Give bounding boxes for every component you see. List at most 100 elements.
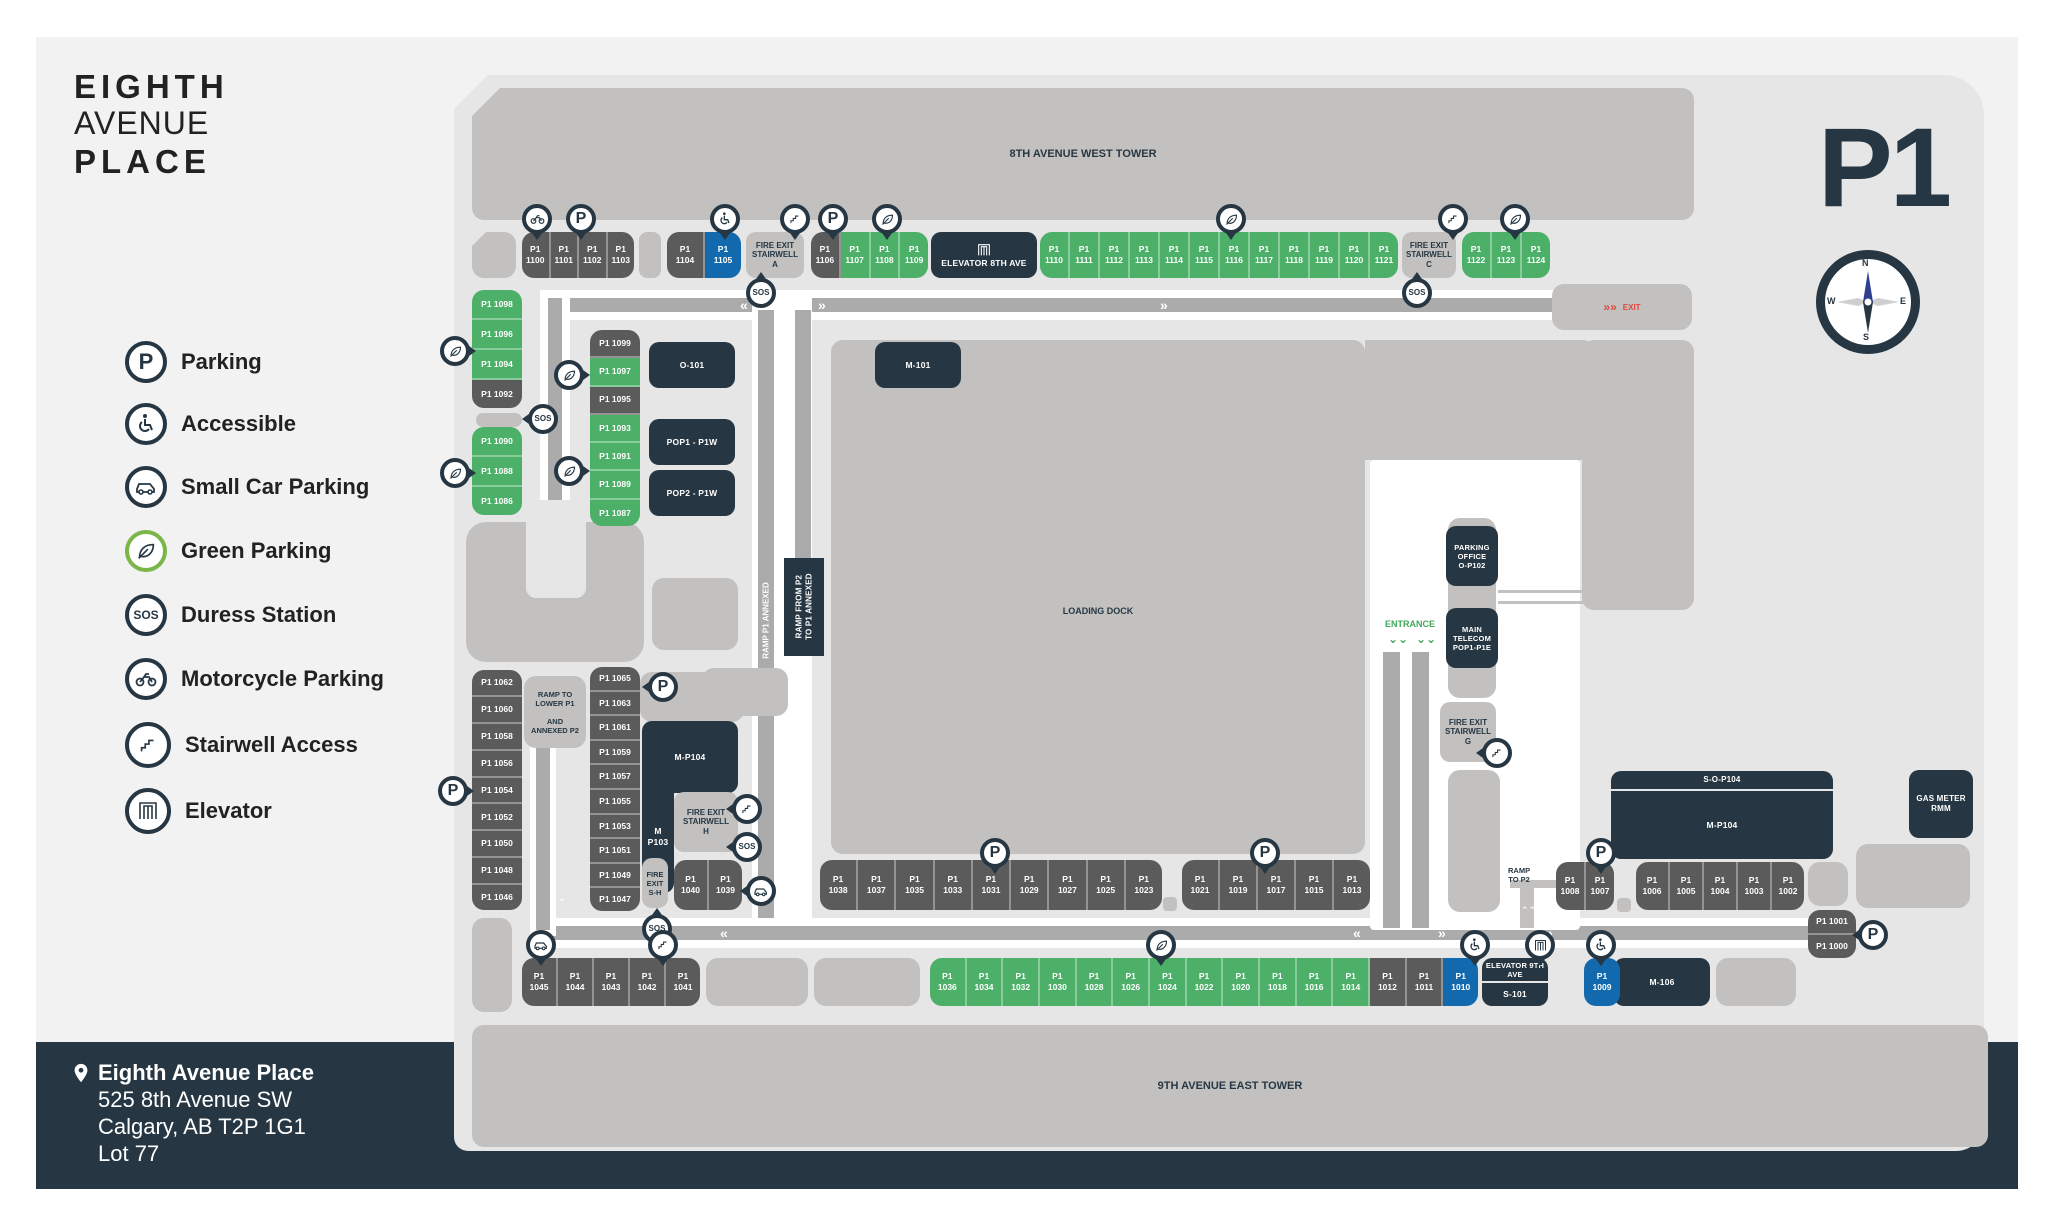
green-pin[interactable]	[440, 458, 476, 488]
parking-stall[interactable]: P1 1059	[590, 740, 640, 766]
parking-stall[interactable]: P1 1089	[590, 471, 640, 500]
parking-stall[interactable]: P1 1107	[840, 232, 871, 278]
parking-stall[interactable]: P1 1118	[1280, 232, 1310, 278]
parking-stall[interactable]: P1 1097	[590, 358, 640, 387]
parking-stall[interactable]: P1 1058	[472, 723, 522, 751]
stairwell-pin[interactable]	[1476, 738, 1512, 768]
parking-stall[interactable]: P1 1027	[1049, 860, 1088, 910]
sos-pin[interactable]: SOS	[522, 404, 558, 434]
parking-stall[interactable]: P1 1057	[590, 765, 640, 790]
parking-stall[interactable]: P1 1014	[1333, 958, 1371, 1006]
parking-stall[interactable]: P1 1104	[667, 232, 705, 278]
small-car-pin[interactable]	[740, 876, 776, 906]
parking-stall[interactable]: P1 1008	[1556, 862, 1586, 910]
accessible-pin[interactable]	[1586, 930, 1616, 966]
parking-stall[interactable]: P1 1023	[1125, 860, 1162, 910]
parking-stall[interactable]: P1 1050	[472, 831, 522, 859]
parking-stall[interactable]: P1 1037	[858, 860, 897, 910]
parking-stall[interactable]: P1 1028	[1076, 958, 1114, 1006]
exit-block[interactable]: »» EXIT	[1552, 284, 1692, 330]
parking-stall[interactable]: P1 1062	[472, 670, 522, 697]
green-pin[interactable]	[1500, 204, 1530, 240]
elevator-pin[interactable]	[1525, 930, 1555, 966]
parking-stall[interactable]: P1 1035	[896, 860, 935, 910]
parking-stall[interactable]: P1 1093	[590, 414, 640, 444]
parking-stall[interactable]: P1 1025	[1087, 860, 1126, 910]
parking-stall[interactable]: P1 1092	[472, 380, 522, 408]
sos-pin[interactable]: SOS	[726, 832, 762, 862]
stairwell-pin[interactable]	[1438, 204, 1468, 240]
parking-stall[interactable]: P1 1010	[1443, 958, 1478, 1006]
parking-stall[interactable]: P1 1095	[590, 386, 640, 415]
parking-stall[interactable]: P1 1103	[607, 232, 634, 278]
parking-stall[interactable]: P1 1024	[1150, 958, 1187, 1006]
parking-stall[interactable]: P1 1038	[820, 860, 859, 910]
parking-stall[interactable]: P1 1111	[1070, 232, 1100, 278]
parking-stall[interactable]: P1 1021	[1182, 860, 1220, 910]
parking-stall[interactable]: P1 1090	[472, 427, 522, 457]
parking-stall[interactable]: P1 1032	[1003, 958, 1041, 1006]
parking-stall[interactable]: P1 1029	[1011, 860, 1050, 910]
parking-stall[interactable]: P1 1047	[590, 888, 640, 911]
parking-pin[interactable]: P	[566, 204, 596, 240]
green-pin[interactable]	[554, 360, 590, 390]
parking-stall[interactable]: P1 1094	[472, 350, 522, 380]
parking-stall[interactable]: P1 1044	[558, 958, 594, 1006]
parking-stall[interactable]: P1 1015	[1296, 860, 1334, 910]
parking-stall[interactable]: P1 1026	[1113, 958, 1151, 1006]
parking-stall[interactable]: P1 1036	[930, 958, 967, 1006]
parking-stall[interactable]: P1 1091	[590, 443, 640, 472]
parking-stall[interactable]: P1 1110	[1040, 232, 1070, 278]
parking-stall[interactable]: P1 1114	[1160, 232, 1190, 278]
parking-stall[interactable]: P1 1000	[1808, 935, 1856, 958]
accessible-pin[interactable]	[710, 204, 740, 240]
parking-stall[interactable]: P1 1061	[590, 716, 640, 741]
parking-stall[interactable]: P1 1012	[1370, 958, 1407, 1006]
parking-stall[interactable]: P1 1054	[472, 777, 522, 805]
parking-stall[interactable]: P1 1041	[666, 958, 700, 1006]
parking-stall[interactable]: P1 1124	[1522, 232, 1550, 278]
parking-stall[interactable]: P1 1046	[472, 885, 522, 910]
parking-stall[interactable]: P1 1099	[590, 330, 640, 359]
parking-stall[interactable]: P1 1098	[472, 290, 522, 320]
parking-stall[interactable]: P1 1022	[1186, 958, 1224, 1006]
parking-stall[interactable]: P1 1030	[1040, 958, 1077, 1006]
parking-pin[interactable]: P	[980, 838, 1010, 874]
parking-stall[interactable]: P1 1019	[1220, 860, 1258, 910]
parking-stall[interactable]: P1 1048	[472, 858, 522, 886]
parking-stall[interactable]: P1 1120	[1340, 232, 1370, 278]
parking-stall[interactable]: P1 1013	[1334, 860, 1370, 910]
parking-stall[interactable]: P1 1002	[1772, 862, 1804, 910]
parking-stall[interactable]: P1 1055	[590, 789, 640, 815]
parking-stall[interactable]: P1 1122	[1462, 232, 1492, 278]
parking-stall[interactable]: P1 1004	[1704, 862, 1738, 910]
parking-pin[interactable]: P	[1852, 920, 1888, 950]
parking-stall[interactable]: P1 1087	[590, 499, 640, 526]
small-car-pin[interactable]	[526, 930, 556, 966]
parking-pin[interactable]: P	[642, 672, 678, 702]
parking-stall[interactable]: P1 1009	[1584, 958, 1620, 1006]
parking-stall[interactable]: P1 1051	[590, 839, 640, 864]
parking-pin[interactable]: P	[438, 776, 474, 806]
green-pin[interactable]	[1216, 204, 1246, 240]
parking-stall[interactable]: P1 1040	[674, 860, 709, 910]
parking-stall[interactable]: P1 1005	[1670, 862, 1704, 910]
parking-stall[interactable]: P1 1034	[966, 958, 1004, 1006]
parking-stall[interactable]: P1 1121	[1370, 232, 1398, 278]
green-pin[interactable]	[440, 336, 476, 366]
parking-stall[interactable]: P1 1011	[1406, 958, 1444, 1006]
parking-stall[interactable]: P1 1053	[590, 814, 640, 840]
parking-stall[interactable]: P1 1003	[1738, 862, 1772, 910]
motorcycle-pin[interactable]	[522, 204, 552, 240]
parking-stall[interactable]: P1 1056	[472, 750, 522, 778]
parking-stall[interactable]: P1 1043	[594, 958, 630, 1006]
stairwell-pin[interactable]	[726, 794, 762, 824]
parking-stall[interactable]: P1 1117	[1250, 232, 1280, 278]
parking-stall[interactable]: P1 1119	[1310, 232, 1340, 278]
parking-stall[interactable]: P1 1042	[630, 958, 666, 1006]
sos-pin[interactable]: SOS	[1402, 272, 1432, 308]
sos-pin[interactable]: SOS	[746, 272, 776, 308]
parking-stall[interactable]: P1 1049	[590, 863, 640, 889]
parking-stall[interactable]: P1 1063	[590, 691, 640, 717]
parking-stall[interactable]: P1 1039	[709, 860, 742, 910]
